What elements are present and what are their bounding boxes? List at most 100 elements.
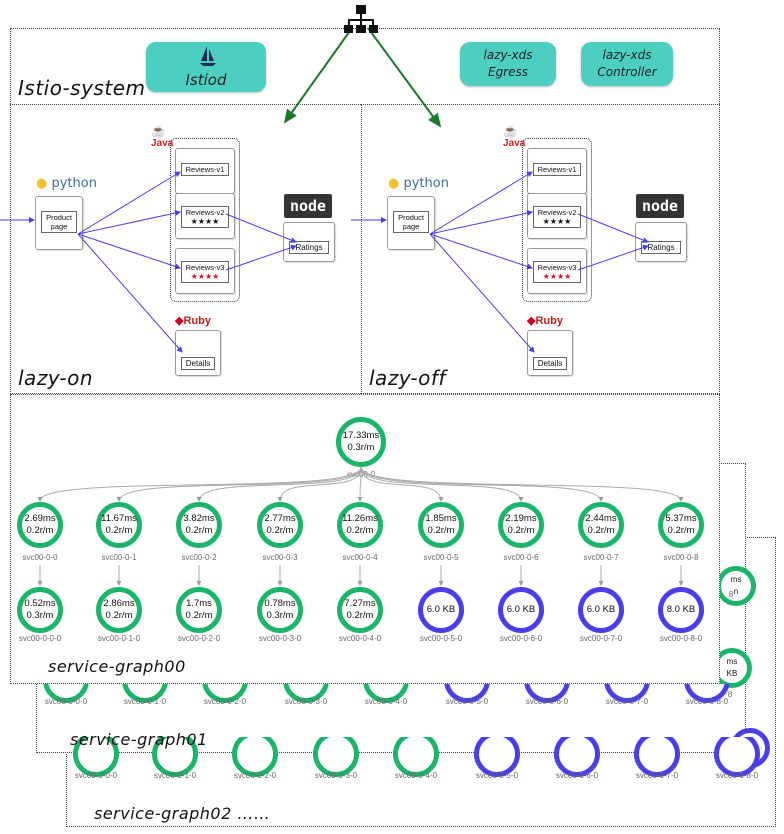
svc00-0-4-0-rate: 0.2r/m <box>346 610 374 621</box>
back-node-peek-label: 8 <box>727 690 733 699</box>
details-service[interactable]: Details <box>527 330 573 376</box>
reviews-v1-label: Reviews-v1 <box>181 163 229 176</box>
ratings-label: Ratings <box>641 241 681 254</box>
svc00-0-1-rate: 0.2r/m <box>105 525 133 536</box>
back-svc00-0-6-0-node <box>554 737 600 777</box>
java-logo: ☕Java <box>151 124 174 149</box>
svc00-0-6-0-node[interactable]: 6.0 KB <box>498 587 544 633</box>
svc00-0-2-0-label: svc00-0-2-0 <box>177 634 221 643</box>
istio-sail-icon <box>200 46 216 66</box>
lazy-off-title: lazy-off <box>369 366 446 390</box>
reviews-v3-label: Reviews-v3★★★★ <box>181 261 229 283</box>
ratings-service[interactable]: Ratings <box>635 222 687 262</box>
svc00-0-8-latency: 5.37ms <box>665 513 697 524</box>
svc00-0-6-0-value: 6.0 KB <box>506 604 536 615</box>
back-svc00-0-3-0-label: svc00-0-3-0 <box>284 697 328 706</box>
svc00-0-2-rate: 0.2r/m <box>185 525 213 536</box>
python-logo: ● python <box>36 176 97 191</box>
back-svc00-0-1-0-node <box>152 737 198 777</box>
red-stars: ★★★★ <box>542 272 572 281</box>
back-svc00-0-0-0-label: svc00-0-0-0 <box>74 771 118 780</box>
reviews-v2-label: Reviews-v2★★★★ <box>181 206 229 228</box>
svc00-0-5-label: svc00-0-5 <box>423 553 459 562</box>
svc00-0-4-rate: 0.2r/m <box>346 525 374 536</box>
back-svc00-0-4-0-node <box>393 737 439 777</box>
svc00-0-8-0-node[interactable]: 8.0 KB <box>658 587 704 633</box>
java-logo: ☕Java <box>503 124 526 149</box>
svc00-0-2-latency: 3.82ms <box>183 513 215 524</box>
back-svc00-0-4-0-label: svc00-0-4-0 <box>364 697 408 706</box>
python-logo: ● python <box>388 176 449 191</box>
svc00-0-3-0-rate: 0.3r/m <box>266 610 294 621</box>
back-svc00-0-1-0-label: svc00-0-1-0 <box>153 771 197 780</box>
reviews-v1-service[interactable]: Reviews-v1 <box>527 148 587 194</box>
svc00-0-6-label: svc00-0-6 <box>503 553 539 562</box>
svc00-0-2-label: svc00-0-2 <box>181 553 217 562</box>
svc00-0-3-latency: 2.77ms <box>264 513 296 524</box>
reviews-v1-service[interactable]: Reviews-v1 <box>175 148 235 194</box>
reviews-v1-label: Reviews-v1 <box>533 163 581 176</box>
lazy-xds-egress-box[interactable]: lazy-xds Egress <box>460 42 556 86</box>
reviews-v3-service[interactable]: Reviews-v3★★★★ <box>175 248 235 294</box>
svc00-0-5-latency: 1.85ms <box>425 513 457 524</box>
svc00-0-8-0-value: 8.0 KB <box>666 604 696 615</box>
ruby-logo: ◆Ruby <box>527 315 563 327</box>
lazy-xds-controller-box[interactable]: lazy-xds Controller <box>581 42 673 86</box>
istiod-box[interactable]: Istiod <box>146 42 266 92</box>
svc00-0-1-0-label: svc00-0-1-0 <box>97 634 141 643</box>
svc00-0-3-0-label: svc00-0-3-0 <box>258 634 302 643</box>
back-svc00-0-5-0-label: svc00-0-5-0 <box>445 697 489 706</box>
ratings-label: Ratings <box>289 241 329 254</box>
svc00-0-label: svc00-0 <box>346 470 375 479</box>
svc00-0-8-rate: 0.2r/m <box>667 525 695 536</box>
ratings-service[interactable]: Ratings <box>283 222 335 262</box>
svc00-0-0-0-rate: 0.3r/m <box>26 610 54 621</box>
details-service[interactable]: Details <box>175 330 221 376</box>
svc00-0-4-latency: 11.26ms <box>342 513 378 524</box>
black-stars: ★★★★ <box>190 217 220 226</box>
service-graph00-title: service-graph00 <box>48 657 186 676</box>
back-svc00-0-6-0-label: svc00-0-6-0 <box>525 697 569 706</box>
hierarchy-icon <box>344 5 378 33</box>
back-svc00-0-5-0-label: svc00-0-5-0 <box>475 771 519 780</box>
reviews-v3-service[interactable]: Reviews-v3★★★★ <box>527 248 587 294</box>
back-svc00-0-2-0-label: svc00-0-2-0 <box>203 697 247 706</box>
reviews-v2-label: Reviews-v2★★★★ <box>533 206 581 228</box>
controller-line2: Controller <box>597 65 657 79</box>
svc00-0-6-0-label: svc00-0-6-0 <box>499 634 543 643</box>
reviews-v2-service[interactable]: Reviews-v2★★★★ <box>175 193 235 239</box>
svc00-0-7-latency: 2.44ms <box>585 513 617 524</box>
egress-line1: lazy-xds <box>483 48 533 62</box>
back-svc00-0-2-0-label: svc00-0-2-0 <box>233 771 277 780</box>
svc00-0-5-0-node[interactable]: 6.0 KB <box>418 587 464 633</box>
back-svc00-0-4-0-label: svc00-0-4-0 <box>394 771 438 780</box>
istio-system-title: Istio-system <box>18 76 146 100</box>
svc00-0-4-0-value: 7.27ms <box>344 598 376 609</box>
reviews-v2-service[interactable]: Reviews-v2★★★★ <box>527 193 587 239</box>
svc00-0-1-label: svc00-0-1 <box>101 553 137 562</box>
back-svc00-0-8-0-label: svc00-0-8-0 <box>685 697 729 706</box>
ruby-logo: ◆Ruby <box>175 315 211 327</box>
svc00-0-5-rate: 0.2r/m <box>427 525 455 536</box>
svc00-0-7-0-label: svc00-0-7-0 <box>579 634 623 643</box>
back-svc00-0-1-0-label: svc00-0-1-0 <box>123 697 167 706</box>
svc00-0-7-0-node[interactable]: 6.0 KB <box>578 587 624 633</box>
